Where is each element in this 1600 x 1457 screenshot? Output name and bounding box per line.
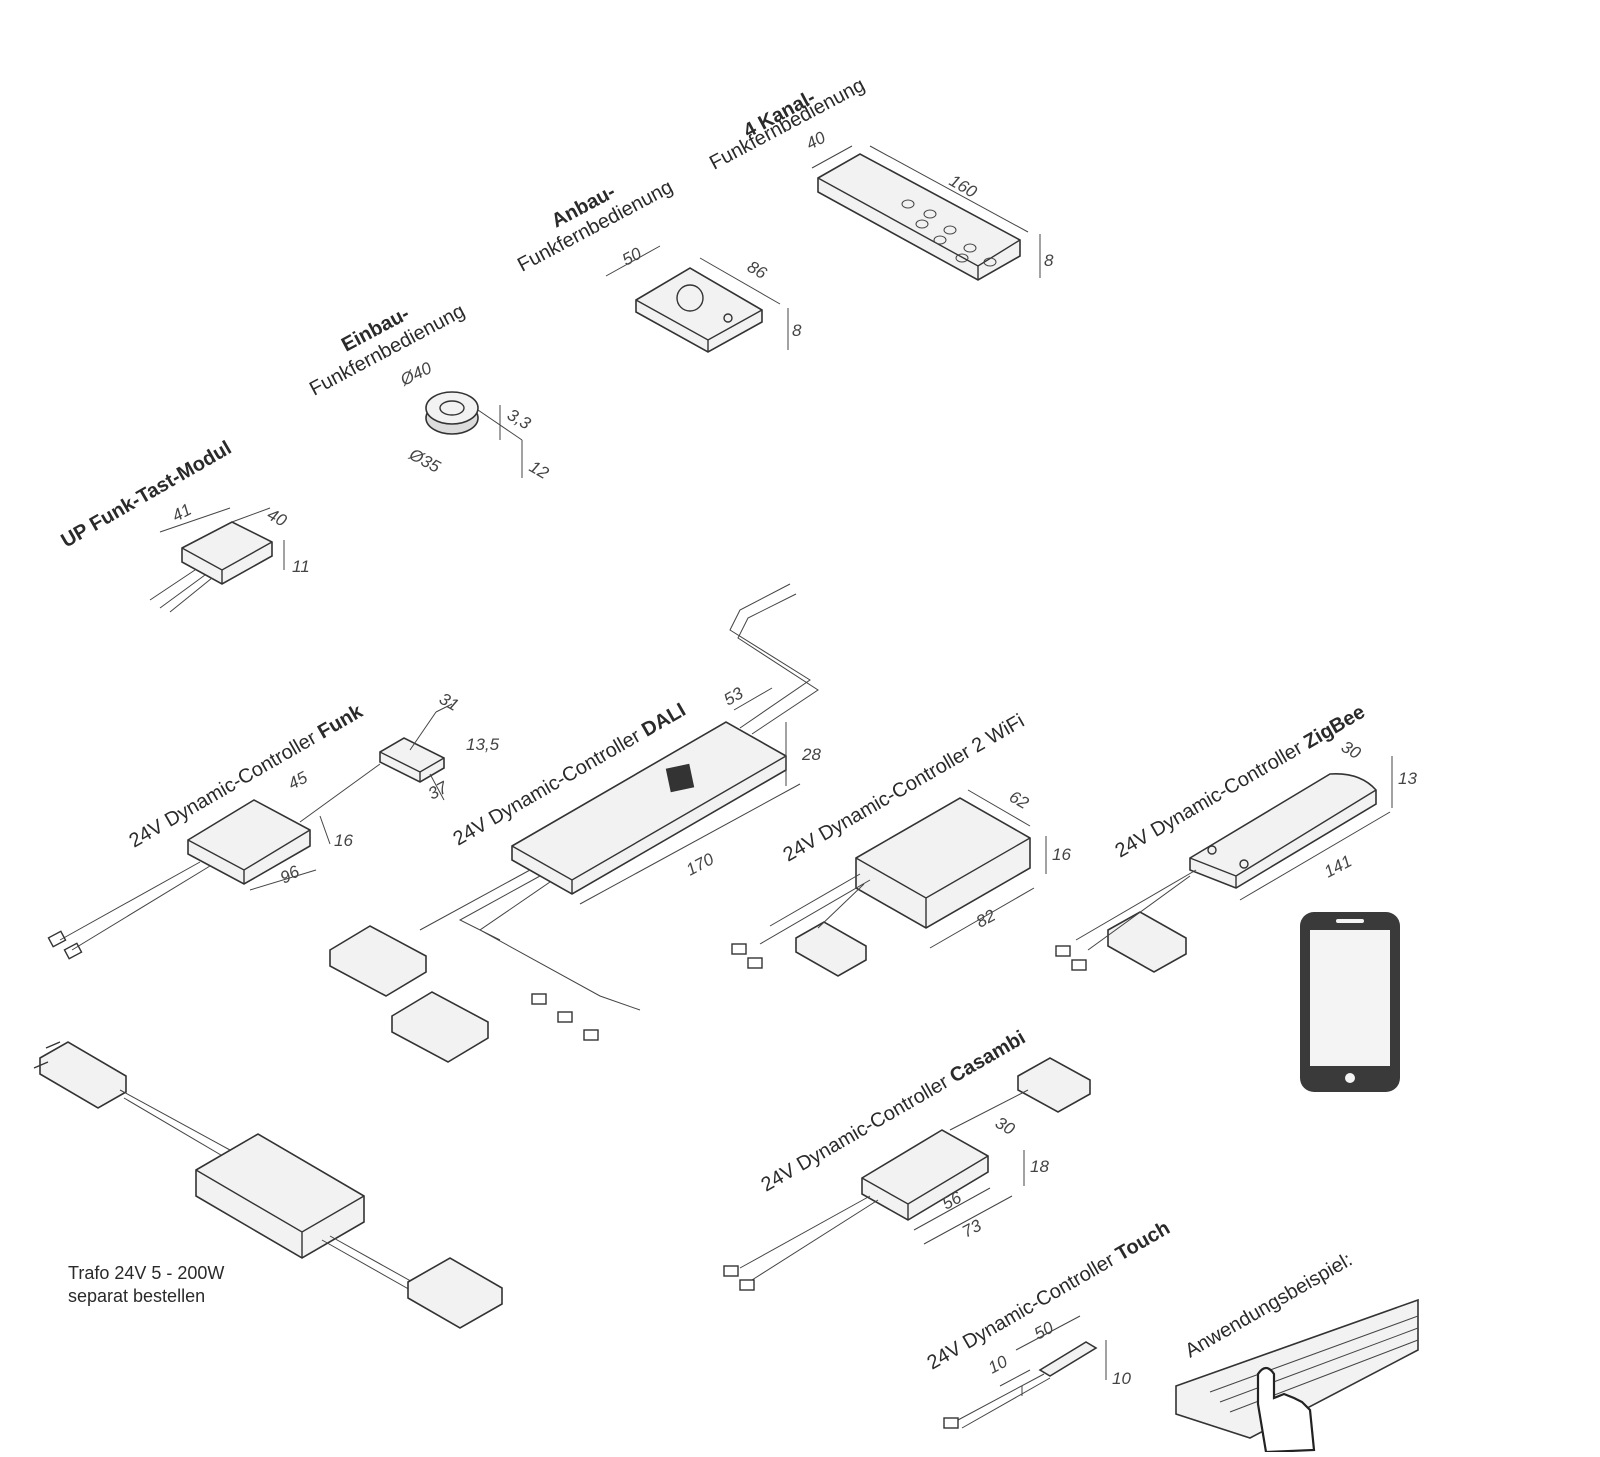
wifi-dim-62: 62 (1006, 787, 1032, 813)
funk-dim-96: 96 (277, 862, 303, 888)
dali-dim-170: 170 (683, 849, 717, 879)
application-example: Anwendungsbeispiel: (1175, 1249, 1419, 1454)
einbau-dim-dia35: Ø35 (405, 444, 444, 477)
kanal-dim-8: 8 (1044, 251, 1054, 270)
wifi-dim-82: 82 (973, 906, 999, 932)
touch-dim-10b: 10 (1112, 1369, 1131, 1388)
einbau-funkfernbedienung: Einbau- Funkfernbedienung Ø40 3,3 Ø35 12 (306, 300, 552, 483)
hand-pointer-icon (1256, 1366, 1316, 1454)
dali-connector-box-2 (391, 991, 489, 1063)
anbau-dim-50: 50 (619, 244, 645, 270)
controller-touch: 24V Dynamic-Controller Touch 50 10 10 (924, 1217, 1174, 1429)
funk-dim-31: 31 (436, 689, 462, 715)
zigbee-dim-13: 13 (1398, 769, 1417, 788)
trafo-illustration (33, 1041, 503, 1329)
kanal-dim-40: 40 (803, 128, 829, 154)
einbau-dim-33: 3,3 (504, 405, 534, 434)
trafo-distributor (407, 1257, 503, 1329)
funk-dim-37: 37 (425, 778, 451, 804)
wifi-body (855, 797, 1031, 929)
dali-connector-box-1 (329, 925, 427, 997)
zigbee-dim-30: 30 (1338, 737, 1364, 763)
trafo-body (195, 1133, 365, 1259)
up-funk-tast-modul: UP Funk-Tast-Modul 41 40 11 (58, 437, 310, 613)
kanal-dim-160: 160 (946, 171, 981, 202)
funk-dim-16: 16 (334, 831, 353, 850)
dali-body (511, 721, 787, 895)
controller-funk: 24V Dynamic-Controller Funk 31 13,5 37 4… (47, 689, 500, 960)
dali-dim-28: 28 (801, 745, 821, 764)
wifi-dim-16: 16 (1052, 845, 1071, 864)
anbau-dim-8: 8 (792, 321, 802, 340)
trafo-caption-line1: Trafo 24V 5 - 200W (68, 1263, 225, 1283)
funk-connector-box (379, 737, 445, 783)
up-funk-body (181, 521, 273, 585)
zigbee-dim-141: 141 (1321, 851, 1355, 881)
touch-dim-10a: 10 (985, 1352, 1011, 1378)
controller-casambi: 24V Dynamic-Controller Casambi 30 18 56 … (723, 1027, 1091, 1291)
casambi-dim-18: 18 (1030, 1157, 1049, 1176)
zigbee-connector-box (1107, 911, 1187, 973)
casambi-connector-box (1017, 1057, 1091, 1113)
funk-body (187, 799, 311, 885)
casambi-dim-30: 30 (992, 1113, 1018, 1139)
touch-label: 24V Dynamic-Controller Touch (924, 1217, 1174, 1374)
dali-dim-53: 53 (721, 683, 747, 709)
anbau-body (635, 267, 763, 353)
trafo-caption-line2: separat bestellen (68, 1286, 206, 1306)
wifi-connector-box (795, 921, 867, 977)
up-funk-dim-height: 11 (292, 557, 310, 576)
funk-dim-135: 13,5 (466, 735, 500, 754)
funk-dim-45: 45 (285, 768, 311, 794)
kanal-body (817, 153, 1021, 281)
example-profile (1175, 1298, 1419, 1439)
touch-sensor (1038, 1341, 1098, 1377)
einbau-top (425, 391, 479, 425)
4-kanal-funkfernbedienung: 4 Kanal- Funkfernbedienung 40 160 8 (706, 74, 1054, 281)
kanal-subtitle: Funkfernbedienung (706, 74, 869, 174)
controller-dali: 24V Dynamic-Controller DALI 53 28 170 (329, 583, 821, 1063)
dali-logo-icon (665, 763, 695, 793)
anbau-dim-86: 86 (744, 257, 770, 283)
casambi-body (861, 1129, 989, 1221)
zigbee-body (1189, 773, 1377, 889)
einbau-dim-dia40: Ø40 (397, 358, 436, 390)
einbau-dim-12: 12 (526, 457, 552, 483)
trafo-plug (39, 1041, 127, 1109)
smartphone-icon (1300, 912, 1400, 1092)
controller-wifi: 24V Dynamic-Controller 2 WiFi 62 16 82 (731, 710, 1071, 977)
trafo-caption: Trafo 24V 5 - 200W separat bestellen (68, 1262, 224, 1308)
casambi-dim-73: 73 (959, 1216, 985, 1242)
anbau-funkfernbedienung: Anbau- Funkfernbedienung 50 86 8 (514, 176, 802, 353)
